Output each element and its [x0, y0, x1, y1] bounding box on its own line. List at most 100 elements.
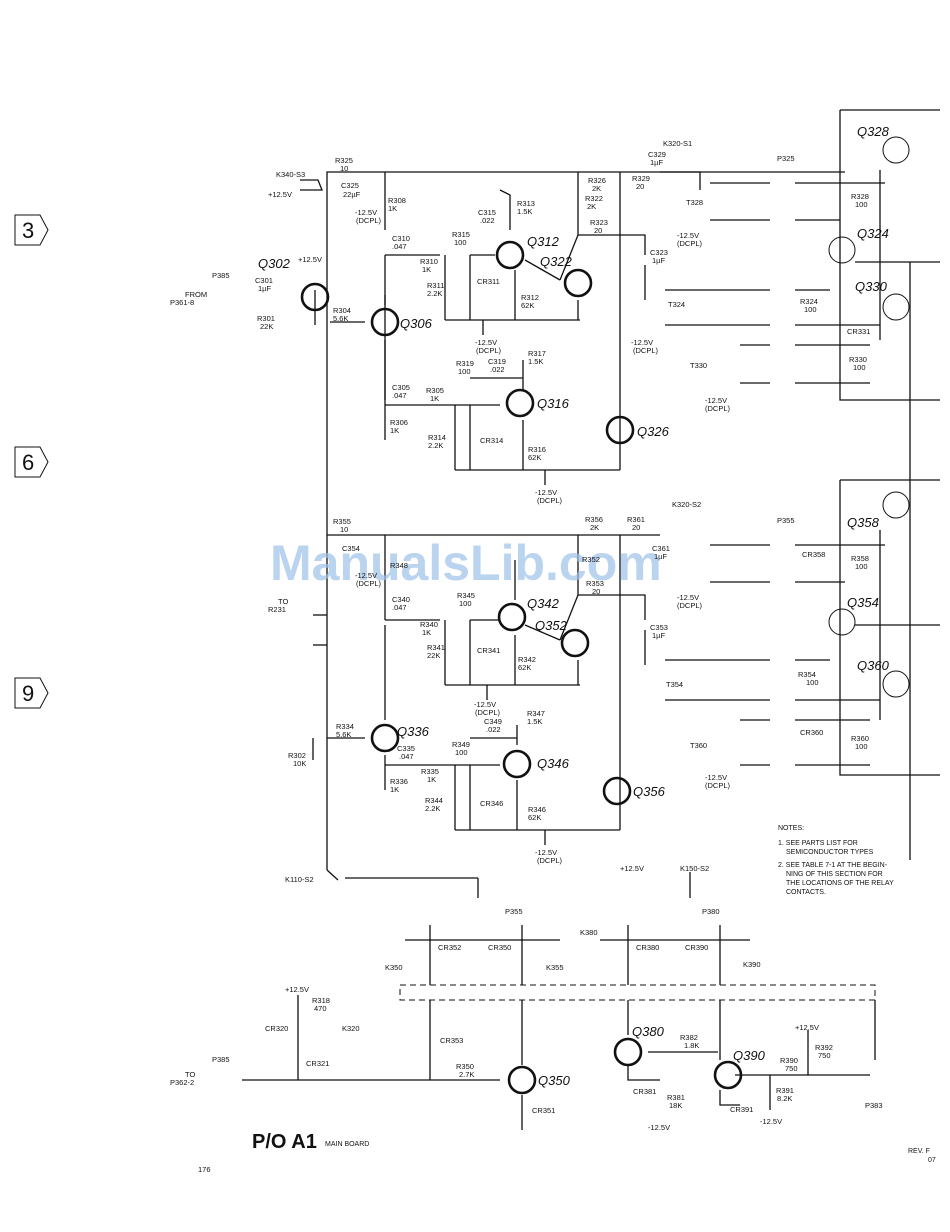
component-label: 1µF: [652, 256, 665, 265]
component-label: K320-S2: [672, 500, 701, 509]
component-label: R325: [335, 156, 353, 165]
component-label: -12.5V: [535, 488, 557, 497]
component-label: R305: [426, 386, 444, 395]
component-label: P355: [505, 907, 523, 916]
component-label: R342: [518, 655, 536, 664]
q328-label: Q328: [857, 124, 890, 139]
component-label: .047: [399, 752, 414, 761]
component-label: R352: [582, 555, 600, 564]
q312-label: Q312: [527, 234, 560, 249]
component-label: C301: [255, 276, 273, 285]
component-label: +12.5V: [285, 985, 309, 994]
component-label: R360: [851, 734, 869, 743]
component-label: 100: [855, 200, 868, 209]
component-label: R329: [632, 174, 650, 183]
component-label: .022: [486, 725, 501, 734]
component-label: R313: [517, 199, 535, 208]
component-label: 100: [806, 678, 819, 687]
component-label: C335: [397, 744, 415, 753]
component-label: R326: [588, 176, 606, 185]
q330-label: Q330: [855, 279, 888, 294]
component-label: +12.5V: [620, 864, 644, 873]
component-label: R348: [390, 561, 408, 570]
component-label: R304: [333, 306, 351, 315]
component-label: R324: [800, 297, 818, 306]
q356-label: Q356: [633, 784, 666, 799]
component-label: R231: [268, 605, 286, 614]
component-label: CR341: [477, 646, 500, 655]
component-label: 100: [459, 599, 472, 608]
component-label: 2K: [592, 184, 601, 193]
component-label: -12.5V: [677, 231, 699, 240]
component-label: R347: [527, 709, 545, 718]
component-label: SEMICONDUCTOR TYPES: [786, 849, 874, 856]
schematic-wiring: [242, 109, 940, 1130]
component-label: -12.5V: [355, 208, 377, 217]
q302-label: Q302: [258, 256, 291, 271]
component-label: P380: [702, 907, 720, 916]
component-label: R356: [585, 515, 603, 524]
component-label: CR380: [636, 943, 659, 952]
component-label: CONTACTS.: [786, 889, 826, 896]
component-label: 1µF: [652, 631, 665, 640]
q342-label: Q342: [527, 596, 560, 611]
component-label: -12.5V: [648, 1123, 670, 1132]
component-label: .022: [480, 216, 495, 225]
component-label: 2.2K: [427, 289, 442, 298]
component-label: 20: [594, 226, 602, 235]
q350-label: Q350: [538, 1073, 571, 1088]
component-labels-top: K340-S3 R325 10 C325 22µF +12.5V R308 1K…: [170, 139, 870, 505]
component-label: R353: [586, 579, 604, 588]
component-label: 10: [340, 525, 348, 534]
component-label: 750: [785, 1064, 798, 1073]
q380-label: Q380: [632, 1024, 665, 1039]
component-label: 20: [636, 182, 644, 191]
component-label: C305: [392, 383, 410, 392]
component-label: R312: [521, 293, 539, 302]
component-label: (DCPL): [356, 216, 382, 225]
component-label: R361: [627, 515, 645, 524]
component-label: -12.5V: [631, 338, 653, 347]
component-label: .047: [392, 391, 407, 400]
diagram-subtitle: MAIN BOARD: [325, 1141, 369, 1148]
diagram-title: P/O A1: [252, 1131, 317, 1153]
component-label: K380: [580, 928, 598, 937]
component-label: -12.5V: [677, 593, 699, 602]
component-label: .047: [392, 603, 407, 612]
component-label: C325: [341, 181, 359, 190]
component-label: NING OF THIS SECTION FOR: [786, 871, 883, 878]
component-label: 1µF: [258, 284, 271, 293]
component-label: R345: [457, 591, 475, 600]
component-label: 1.5K: [517, 207, 532, 216]
component-label: P361-8: [170, 298, 194, 307]
component-label: CR360: [800, 728, 823, 737]
component-label: R319: [456, 359, 474, 368]
component-label: 100: [853, 363, 866, 372]
component-label: +12.5V: [795, 1023, 819, 1032]
index-tab-6: 6: [22, 450, 34, 475]
component-label: 100: [454, 238, 467, 247]
index-tab-3: 3: [22, 218, 34, 243]
component-label: T324: [668, 300, 685, 309]
component-label: FROM: [185, 290, 207, 299]
component-label: 1.8K: [684, 1041, 699, 1050]
component-label: R334: [336, 722, 354, 731]
component-label: R349: [452, 740, 470, 749]
component-label: C354: [342, 544, 360, 553]
component-label: T330: [690, 361, 707, 370]
component-label: 22µF: [343, 190, 361, 199]
component-label: 1µF: [650, 158, 663, 167]
component-label: R306: [390, 418, 408, 427]
component-label: 2K: [590, 523, 599, 532]
component-label: K320: [342, 1024, 360, 1033]
component-label: R382: [680, 1033, 698, 1042]
component-label: R335: [421, 767, 439, 776]
q358-label: Q358: [847, 515, 880, 530]
component-label: CR381: [633, 1087, 656, 1096]
component-label: (DCPL): [633, 346, 659, 355]
component-label: (DCPL): [537, 496, 563, 505]
component-label: CR346: [480, 799, 503, 808]
component-label: 1K: [427, 775, 436, 784]
component-label: 2. SEE TABLE 7-1 AT THE BEGIN-: [778, 862, 888, 869]
component-label: -12.5V: [355, 571, 377, 580]
